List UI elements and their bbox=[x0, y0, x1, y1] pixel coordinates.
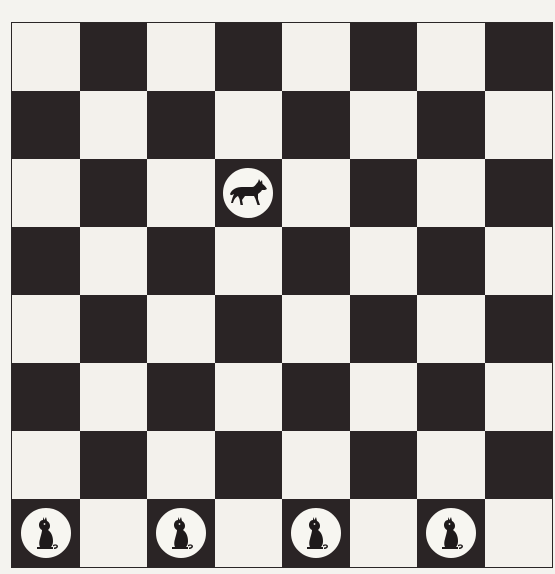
board-square[interactable] bbox=[417, 363, 485, 431]
board-square[interactable] bbox=[417, 91, 485, 159]
board-square[interactable] bbox=[417, 227, 485, 295]
sheep-icon bbox=[167, 515, 195, 551]
board-square[interactable] bbox=[12, 499, 80, 567]
board-square[interactable] bbox=[485, 159, 553, 227]
board-square[interactable] bbox=[350, 499, 418, 567]
board-square[interactable] bbox=[485, 23, 553, 91]
board-square[interactable] bbox=[147, 499, 215, 567]
board-square[interactable] bbox=[282, 227, 350, 295]
board-square[interactable] bbox=[80, 159, 148, 227]
board-square[interactable] bbox=[417, 159, 485, 227]
board-square[interactable] bbox=[80, 431, 148, 499]
board-square[interactable] bbox=[417, 499, 485, 567]
board-square[interactable] bbox=[417, 295, 485, 363]
board-square[interactable] bbox=[485, 363, 553, 431]
board-square[interactable] bbox=[485, 227, 553, 295]
board-square[interactable] bbox=[215, 499, 283, 567]
board-square[interactable] bbox=[282, 499, 350, 567]
board-square[interactable] bbox=[282, 23, 350, 91]
board-square[interactable] bbox=[215, 227, 283, 295]
board-square[interactable] bbox=[350, 363, 418, 431]
board-square[interactable] bbox=[80, 499, 148, 567]
board-square[interactable] bbox=[147, 23, 215, 91]
board-square[interactable] bbox=[12, 91, 80, 159]
board-square[interactable] bbox=[215, 363, 283, 431]
board-square[interactable] bbox=[12, 363, 80, 431]
board-square[interactable] bbox=[12, 295, 80, 363]
board-square[interactable] bbox=[215, 23, 283, 91]
sheep-icon bbox=[32, 515, 60, 551]
sheep-piece[interactable] bbox=[290, 507, 342, 559]
board-square[interactable] bbox=[147, 227, 215, 295]
board-square[interactable] bbox=[350, 227, 418, 295]
sheep-piece[interactable] bbox=[425, 507, 477, 559]
board-square[interactable] bbox=[147, 295, 215, 363]
wolf-piece[interactable] bbox=[222, 167, 274, 219]
board-square[interactable] bbox=[80, 363, 148, 431]
board-square[interactable] bbox=[80, 23, 148, 91]
board-square[interactable] bbox=[147, 363, 215, 431]
board-square[interactable] bbox=[80, 91, 148, 159]
board-square[interactable] bbox=[282, 363, 350, 431]
board-square[interactable] bbox=[350, 91, 418, 159]
sheep-piece[interactable] bbox=[20, 507, 72, 559]
board-square[interactable] bbox=[350, 23, 418, 91]
board-square[interactable] bbox=[80, 227, 148, 295]
board-square[interactable] bbox=[350, 431, 418, 499]
checkerboard bbox=[11, 22, 553, 568]
board-square[interactable] bbox=[12, 159, 80, 227]
board-square[interactable] bbox=[350, 295, 418, 363]
board-square[interactable] bbox=[485, 295, 553, 363]
board-square[interactable] bbox=[417, 23, 485, 91]
wolf-icon bbox=[228, 178, 268, 208]
board-square[interactable] bbox=[215, 159, 283, 227]
board-square[interactable] bbox=[12, 227, 80, 295]
board-square[interactable] bbox=[417, 431, 485, 499]
board-square[interactable] bbox=[147, 159, 215, 227]
sheep-piece[interactable] bbox=[155, 507, 207, 559]
board-square[interactable] bbox=[485, 499, 553, 567]
board-square[interactable] bbox=[282, 295, 350, 363]
board-square[interactable] bbox=[80, 295, 148, 363]
board-square[interactable] bbox=[215, 431, 283, 499]
sheep-icon bbox=[302, 515, 330, 551]
board-square[interactable] bbox=[350, 159, 418, 227]
board-square[interactable] bbox=[147, 431, 215, 499]
board-square[interactable] bbox=[282, 91, 350, 159]
board-square[interactable] bbox=[12, 431, 80, 499]
board-square[interactable] bbox=[215, 295, 283, 363]
board-square[interactable] bbox=[485, 91, 553, 159]
board-square[interactable] bbox=[282, 159, 350, 227]
board-square[interactable] bbox=[12, 23, 80, 91]
board-square[interactable] bbox=[215, 91, 283, 159]
board-square[interactable] bbox=[485, 431, 553, 499]
board-square[interactable] bbox=[282, 431, 350, 499]
sheep-icon bbox=[437, 515, 465, 551]
board-square[interactable] bbox=[147, 91, 215, 159]
